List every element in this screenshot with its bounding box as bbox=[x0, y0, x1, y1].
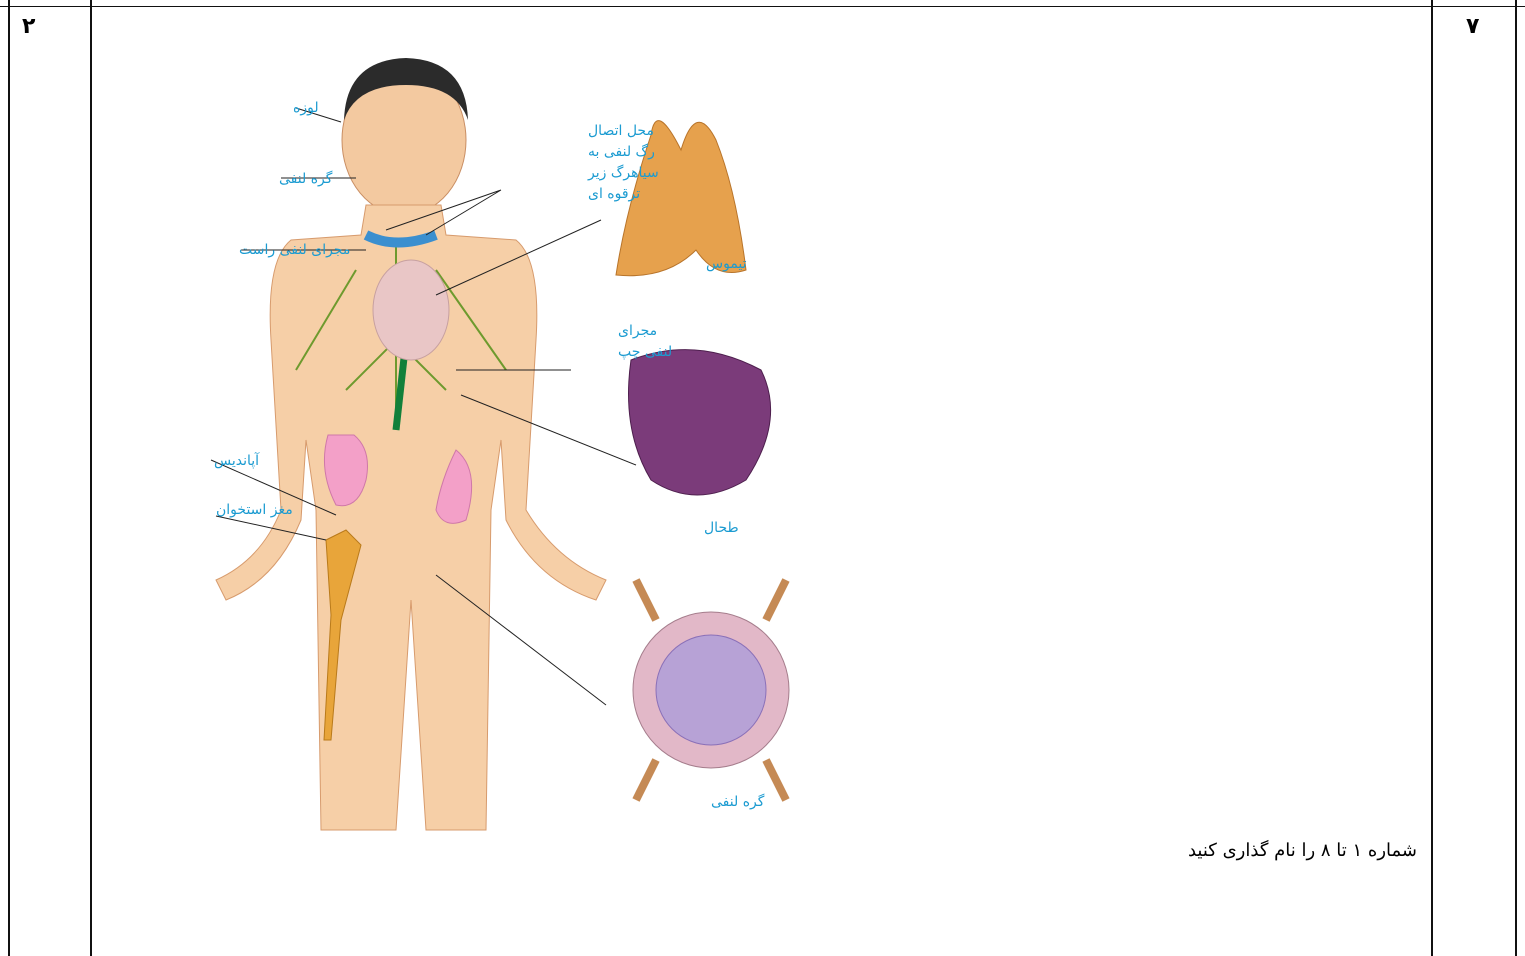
label-junction-line2: رگ لنفی به bbox=[588, 142, 655, 160]
lymph-node-illustration bbox=[633, 580, 789, 800]
label-junction-line4: ترقوه ای bbox=[588, 186, 640, 202]
question-instruction: شماره ۱ تا ۸ را نام گذاری کنید bbox=[1188, 840, 1417, 861]
spleen-illustration bbox=[629, 350, 771, 495]
label-lymph-node: گره لنفی bbox=[711, 793, 765, 810]
table-top-border bbox=[0, 6, 1525, 7]
score-column-divider bbox=[90, 0, 92, 956]
human-body-illustration bbox=[216, 58, 606, 830]
label-left-duct-line1: مجرای bbox=[618, 323, 657, 339]
table-left-border bbox=[8, 0, 10, 956]
label-tonsil: لوزه bbox=[293, 100, 319, 116]
lymphatic-system-figure: لوزه گره لنفی محل اتصال رگ لنفی به سیاهر… bbox=[96, 40, 796, 840]
score-cell: ۲ bbox=[22, 14, 35, 39]
table-right-border bbox=[1515, 0, 1517, 956]
label-junction-line3: سیاهرگ زیر bbox=[587, 163, 659, 181]
label-appendix: آپاندیس bbox=[214, 452, 260, 469]
label-spleen: طحال bbox=[704, 520, 739, 536]
label-left-duct-line2: لنفی چپ bbox=[618, 344, 672, 360]
label-lymph-node-neck: گره لنفی bbox=[279, 170, 333, 187]
label-right-lymph-duct: مجرای لنفی راست bbox=[239, 242, 350, 258]
label-bone-marrow: مغز استخوان bbox=[216, 502, 293, 518]
label-thymus: تیموس bbox=[706, 256, 747, 272]
row-number-cell: ۷ bbox=[1466, 14, 1479, 39]
number-column-divider bbox=[1431, 0, 1433, 956]
label-junction-line1: محل اتصال bbox=[588, 123, 654, 139]
